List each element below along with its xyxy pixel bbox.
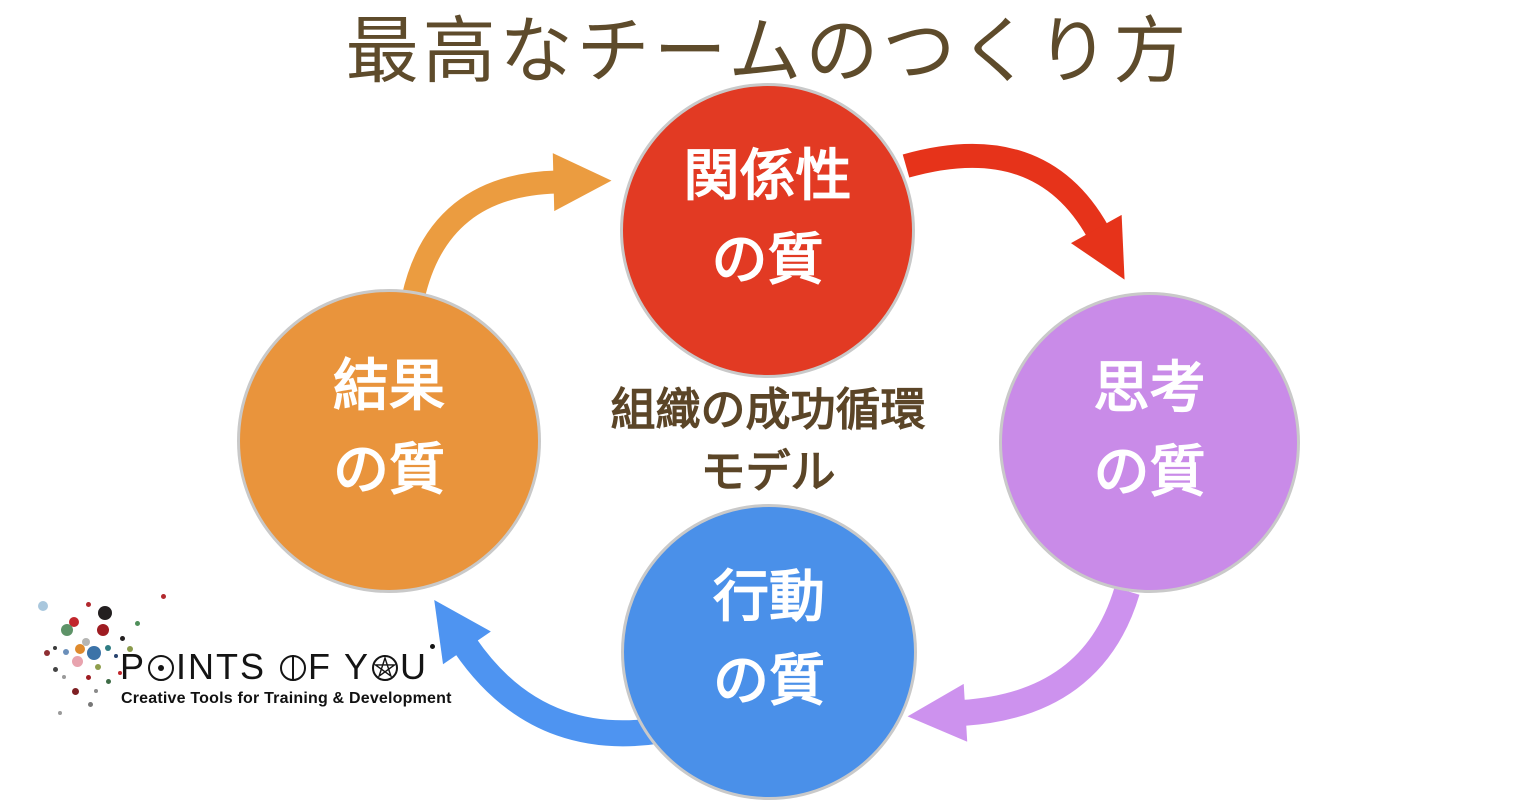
circle-dot-icon: [148, 655, 175, 681]
node-label-action: 行動 の質: [713, 555, 825, 723]
cycle-arrow-thinking-to-action: [907, 587, 1140, 742]
cycle-node-result: 結果 の質: [237, 289, 541, 593]
circle-bar-icon: [280, 655, 307, 681]
center-label: 組織の成功循環 モデル: [538, 383, 998, 499]
logo-dot: [97, 624, 109, 636]
logo-dot: [105, 678, 111, 684]
logo-dot: [63, 649, 69, 655]
logo-dot: [58, 711, 62, 715]
slide-title: 最高なチームのつくり方: [345, 11, 1191, 92]
logo-dot: [82, 638, 90, 646]
logo-letter: P: [120, 646, 147, 687]
logo-dot: [160, 593, 166, 599]
node-label-line2: の質: [333, 438, 445, 501]
node-label-thinking: 思考 の質: [1094, 346, 1206, 514]
logo-letter: Y: [344, 646, 371, 687]
logo-dot: [69, 617, 79, 627]
logo-dot: [62, 675, 66, 679]
node-label-line2: の質: [713, 649, 825, 712]
logo-dot: [87, 701, 93, 707]
center-label-line2: モデル: [700, 446, 836, 497]
logo-dot: [118, 671, 122, 675]
cycle-node-thinking: 思考 の質: [999, 292, 1300, 593]
logo-dot: [87, 646, 101, 660]
logo-dot: [44, 650, 50, 656]
node-label-line1: 思考: [1093, 355, 1206, 419]
logo-dot: [38, 601, 48, 611]
logo-tagline: Creative Tools for Training & Developmen…: [121, 690, 452, 707]
logo-dot: [95, 664, 101, 670]
cycle-node-relationship: 関係性 の質: [620, 83, 915, 378]
node-label-line2: の質: [711, 227, 824, 291]
cycle-arrow-result-to-relationship: [401, 153, 612, 301]
logo-dot: [53, 646, 57, 650]
logo-dot: [134, 620, 140, 626]
node-label-line1: 行動: [713, 565, 825, 628]
node-label-line2: の質: [1093, 439, 1206, 503]
logo-dot: [98, 606, 112, 620]
logo-dot: [105, 645, 111, 651]
center-label-line1: 組織の成功循環: [610, 384, 926, 435]
node-label-line1: 結果: [333, 354, 445, 417]
logo-dot: [52, 666, 58, 672]
logo-dot: [71, 655, 83, 667]
logo-dot: [119, 635, 125, 641]
cycle-node-action: 行動 の質: [621, 504, 917, 800]
logo-dot: [71, 687, 79, 695]
circle-star-icon: [372, 655, 399, 681]
node-label-result: 結果 の質: [333, 344, 445, 512]
logo-dot: [75, 644, 85, 654]
logo-dot: [61, 624, 73, 636]
logo-letter: F: [308, 646, 333, 687]
trademark-dot: [430, 644, 436, 649]
logo-dot: [94, 689, 98, 693]
cycle-arrow-relationship-to-thinking: [902, 143, 1125, 280]
node-label-line1: 関係性: [683, 143, 852, 207]
logo-letter: INTS: [176, 646, 267, 687]
logo-dot: [127, 646, 133, 652]
logo-letter: U: [400, 646, 429, 687]
logo-dot: [85, 601, 91, 607]
logo-dot: [85, 674, 91, 680]
logo-dot: [114, 654, 118, 658]
node-label-relationship: 関係性 の質: [684, 134, 852, 302]
